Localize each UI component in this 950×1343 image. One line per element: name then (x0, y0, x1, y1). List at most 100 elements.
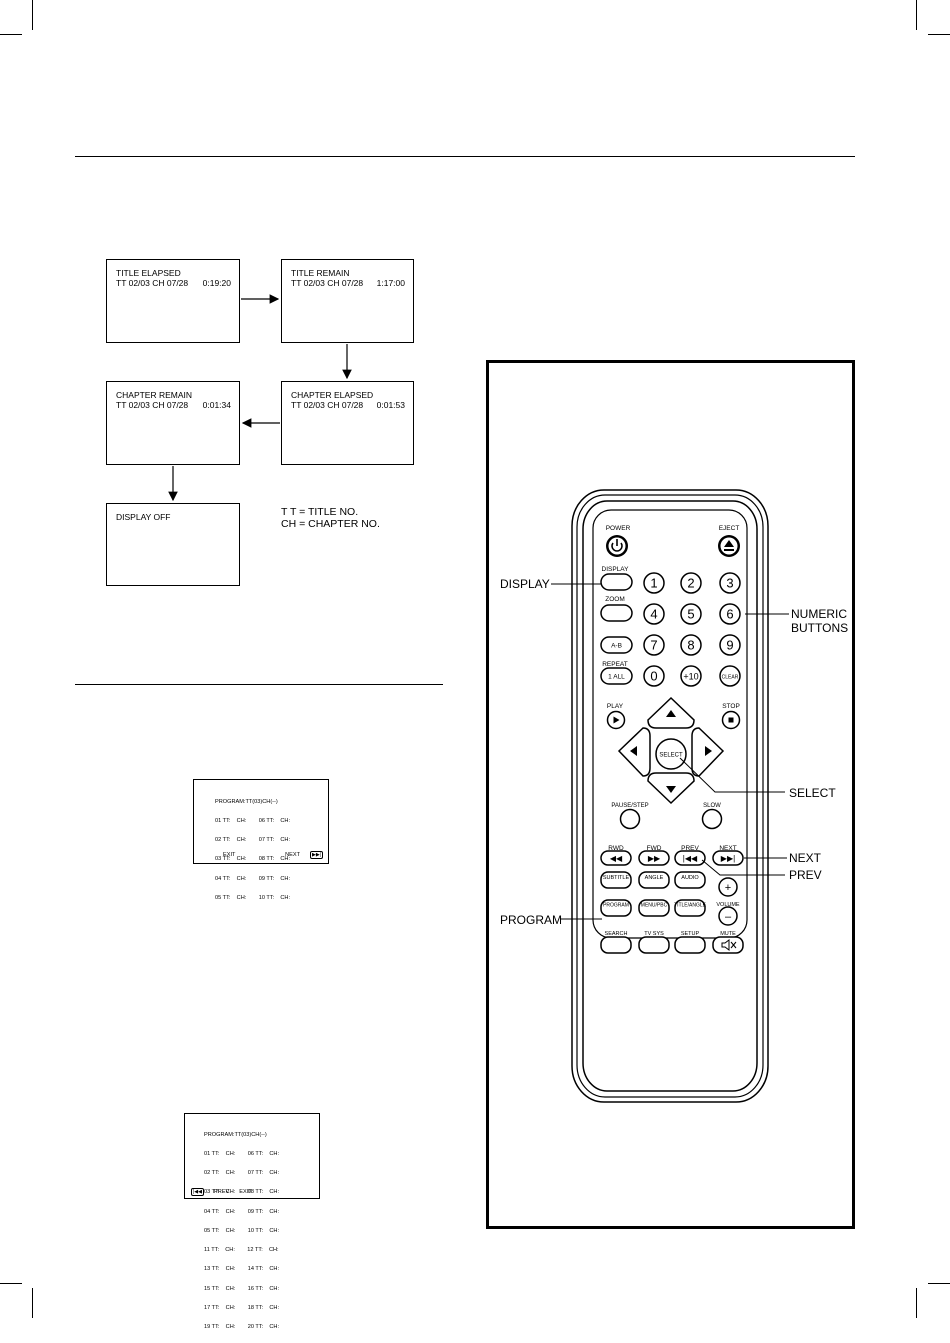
plus10-button[interactable]: +10 (680, 665, 702, 687)
osd-chapter-remain: CHAPTER REMAIN TT 02/03 CH 07/28 0:01:34 (106, 381, 240, 465)
digit-text: 5 (687, 607, 694, 622)
callout-program: PROGRAM (500, 913, 563, 927)
fwd-button[interactable] (638, 850, 670, 866)
section-rule-mid (75, 684, 443, 685)
pause-label: PAUSE/STEP (611, 803, 648, 809)
slow-label: SLOW (703, 803, 721, 809)
leader-select (679, 757, 785, 793)
stop-button[interactable] (721, 710, 741, 730)
arrow-right-icon (705, 746, 712, 756)
eject-button[interactable] (718, 535, 740, 557)
legend: T T = TITLE NO. CH = CHAPTER NO. (281, 506, 380, 530)
osd-line2: TT 02/03 CH 07/28 (116, 400, 189, 410)
program-button[interactable] (600, 899, 632, 917)
section-rule-top (75, 156, 855, 157)
zoom-button[interactable] (600, 604, 633, 622)
crop-mark (0, 34, 22, 35)
search-label: SEARCH (605, 931, 628, 937)
menu-pbc-button[interactable] (638, 899, 670, 917)
arrow-up-icon (666, 710, 676, 717)
digit-text: 6 (726, 607, 733, 622)
program-screen-1: PROGRAM:TT(03)CH(--) 01 TT: CH: 06 TT: C… (193, 779, 329, 901)
title-button[interactable] (674, 899, 706, 917)
digit-button-3[interactable]: 3 (719, 572, 741, 594)
osd-time: 0:01:53 (376, 400, 405, 410)
setup-button[interactable] (674, 936, 706, 954)
mute-button[interactable] (712, 936, 744, 954)
program-title: PROGRAM:TT(03)CH(--) (215, 798, 278, 805)
digit-button-6[interactable]: 6 (719, 603, 741, 625)
digit-button-5[interactable]: 5 (680, 603, 702, 625)
osd-time: 1:17:00 (376, 278, 405, 288)
fast-forward-icon: ▶▶ (648, 854, 661, 863)
osd-line2: TT 02/03 CH 07/28 (291, 278, 364, 288)
audio-label: AUDIO (681, 875, 699, 881)
callout-select: SELECT (789, 786, 836, 800)
skip-previous-icon: |◀◀ (683, 854, 698, 863)
tv-sys-button[interactable] (638, 936, 670, 954)
volume-minus-text: – (725, 911, 732, 923)
osd-line1: CHAPTER REMAIN (116, 390, 193, 400)
select-button[interactable] (655, 738, 687, 770)
program-row: 05 TT: CH: 10 TT: CH: (204, 1227, 280, 1234)
subtitle-button[interactable] (600, 871, 632, 889)
program-row: 01 TT: CH: 06 TT: CH: (204, 1151, 280, 1158)
tv-sys-label: TV SYS (644, 931, 664, 937)
program-row: 19 TT: CH: 20 TT: CH: (204, 1324, 280, 1330)
callout-display: DISPLAY (500, 577, 550, 591)
angle-button[interactable] (638, 871, 670, 889)
repeat-button[interactable] (600, 667, 633, 685)
pause-step-button[interactable] (619, 808, 641, 830)
crop-mark (928, 34, 950, 35)
program-row: 11 TT: CH: 12 TT: CH: (204, 1247, 279, 1254)
play-label: PLAY (607, 703, 624, 710)
fwd-label: FWD (647, 845, 662, 852)
osd-time: 0:01:34 (202, 400, 231, 410)
program-row: 02 TT: CH: 07 TT: CH: (215, 837, 291, 844)
search-button[interactable] (600, 936, 632, 954)
volume-down-button[interactable] (718, 906, 738, 926)
volume-up-button[interactable] (718, 877, 738, 897)
power-button[interactable] (606, 535, 628, 557)
digit-button-1[interactable]: 1 (643, 572, 665, 594)
program-title: PROGRAM:TT(03)CH(--) (204, 1131, 267, 1138)
clear-button[interactable]: CLEAR (719, 665, 741, 687)
display-button[interactable] (600, 573, 633, 591)
slow-button[interactable] (701, 808, 723, 830)
legend-tt: T T = TITLE NO. (281, 506, 359, 518)
skip-next-icon: ▶▶| (721, 854, 735, 863)
crop-mark (32, 0, 33, 30)
eject-icon (724, 540, 734, 551)
play-button[interactable] (606, 710, 626, 730)
osd-line1: CHAPTER ELAPSED (291, 390, 374, 400)
digit-button-8[interactable]: 8 (680, 634, 702, 656)
rwd-button[interactable] (600, 850, 632, 866)
digit-text: 7 (650, 638, 657, 653)
digit-text: 9 (726, 638, 733, 653)
next-button[interactable] (712, 850, 744, 866)
prev-button[interactable] (674, 850, 706, 866)
program-label: PROGRAM (603, 903, 629, 909)
program-row: 03 TT: CH: 08 TT: CH: (204, 1189, 280, 1196)
repeat-all-text: 1 ALL (608, 674, 625, 681)
program-prev: PREV (214, 1188, 230, 1195)
digit-button-0[interactable]: 0 (643, 665, 665, 687)
digit-button-7[interactable]: 7 (643, 634, 665, 656)
program-row: 05 TT: CH: 10 TT: CH: (215, 894, 291, 901)
power-label: POWER (606, 525, 631, 532)
leader-prev (701, 859, 785, 876)
subtitle-label: SUBTITLE (603, 875, 630, 881)
ab-button[interactable] (600, 636, 633, 654)
digit-button-9[interactable]: 9 (719, 634, 741, 656)
digit-text: 1 (650, 576, 657, 591)
digit-text: 8 (687, 638, 694, 653)
audio-button[interactable] (674, 871, 706, 889)
program-exit: EXIT (223, 851, 236, 858)
digit-button-2[interactable]: 2 (680, 572, 702, 594)
arrow-left-icon (630, 746, 637, 756)
program-row: 03 TT: CH: 08 TT: CH: (215, 856, 291, 863)
crop-mark (916, 0, 917, 30)
program-exit: EXIT (239, 1188, 252, 1195)
title-label: TITLE/ANGLE (674, 903, 707, 909)
digit-button-4[interactable]: 4 (643, 603, 665, 625)
